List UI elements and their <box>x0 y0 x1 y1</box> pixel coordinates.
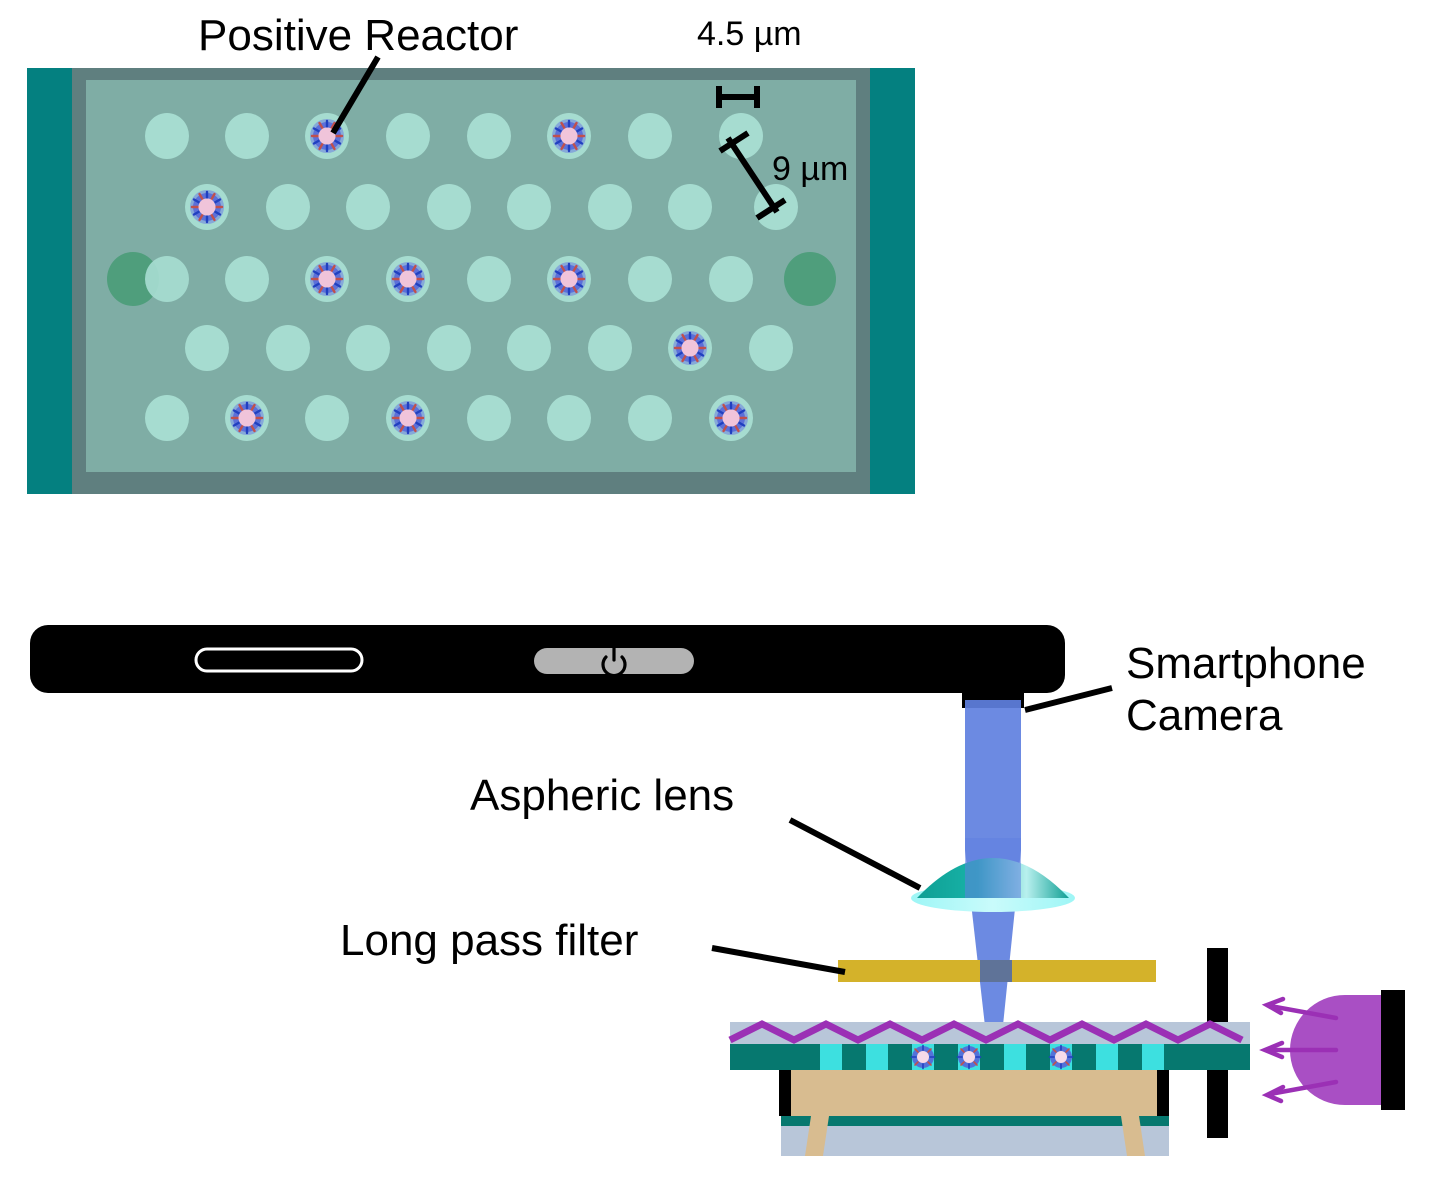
virus-particle-icon <box>550 117 588 155</box>
led-backing-plate <box>1381 990 1405 1110</box>
chip-well <box>866 1044 888 1070</box>
smartphone-camera-label-line2: Camera <box>1126 691 1283 740</box>
well-empty <box>225 113 269 159</box>
virus-particle-icon <box>956 1044 982 1070</box>
chip-border-left <box>72 68 88 494</box>
well-empty <box>427 325 471 371</box>
well-empty <box>467 113 511 159</box>
beam-through-lens <box>965 838 1021 898</box>
substrate-edge-right <box>1157 1070 1169 1116</box>
virus-particle-icon <box>228 399 266 437</box>
smartphone-camera-label-line1: Smartphone <box>1126 639 1366 688</box>
long-pass-filter-label: Long pass filter <box>340 916 638 965</box>
well-empty <box>588 325 632 371</box>
virus-particle-icon <box>712 399 750 437</box>
well-empty <box>749 325 793 371</box>
virus-particle-icon <box>671 329 709 367</box>
well-empty <box>628 256 672 302</box>
virus-particle-icon <box>550 260 588 298</box>
well-empty <box>467 256 511 302</box>
well-empty <box>386 113 430 159</box>
width-dimension-bar <box>716 86 760 108</box>
filter-beam-overlap <box>980 960 1012 982</box>
pitch-dimension-label: 9 µm <box>772 150 848 188</box>
well-empty <box>588 184 632 230</box>
well-empty <box>427 184 471 230</box>
speaker-slot-icon <box>194 647 364 673</box>
well-dark <box>784 252 836 306</box>
chip-border-bottom <box>86 470 856 494</box>
well-empty <box>145 113 189 159</box>
substrate-edge-left <box>779 1070 791 1116</box>
aspheric-lens-leader-line <box>788 817 922 891</box>
well-empty <box>266 184 310 230</box>
power-icon <box>601 646 627 678</box>
substrate-teal-strip <box>781 1116 1169 1126</box>
virus-particle-icon <box>910 1044 936 1070</box>
smartphone-camera-leader-line <box>1024 685 1113 713</box>
well-empty <box>266 325 310 371</box>
chip-border-right <box>854 68 870 494</box>
optical-setup-panel: Smartphone Camera Aspheric lens Long pas… <box>30 625 1405 1156</box>
virus-particle-icon <box>389 399 427 437</box>
well-empty <box>145 256 189 302</box>
chip-well <box>1096 1044 1118 1070</box>
chip-well <box>820 1044 842 1070</box>
well-empty <box>185 325 229 371</box>
virus-particle-icon <box>308 260 346 298</box>
virus-particle-icon <box>389 260 427 298</box>
chip-well <box>1142 1044 1164 1070</box>
chip-border-top <box>86 68 856 82</box>
chip-well <box>1004 1044 1026 1070</box>
base-pillar-right <box>1121 1116 1145 1156</box>
chip-reaction-layer <box>730 1044 1250 1070</box>
well-empty <box>547 395 591 441</box>
virus-particle-icon <box>1048 1044 1074 1070</box>
aspheric-lens-label: Aspheric lens <box>470 771 734 820</box>
pitch-dimension-bar <box>718 130 787 221</box>
light-beam-upper <box>965 700 1021 850</box>
virus-particle-icon <box>188 188 226 226</box>
positive-reactor-label: Positive Reactor <box>198 11 518 60</box>
well-empty <box>225 256 269 302</box>
chip-base-plate <box>781 1126 1169 1156</box>
well-dark <box>107 252 159 306</box>
well-empty <box>628 113 672 159</box>
well-empty <box>346 184 390 230</box>
base-pillar-left <box>805 1116 829 1156</box>
well-empty <box>709 256 753 302</box>
chip-channel-zigzag <box>728 1020 1244 1044</box>
width-dimension-label: 4.5 µm <box>697 15 802 53</box>
well-empty <box>507 184 551 230</box>
well-empty <box>305 395 349 441</box>
well-empty <box>628 395 672 441</box>
well-empty <box>346 325 390 371</box>
well-empty <box>145 395 189 441</box>
reactor-array-panel: Positive Reactor 4.5 µm 9 µm <box>27 11 915 494</box>
positive-reactor-leader-line <box>330 55 381 135</box>
light-ray-arrow-icon <box>1259 996 1339 1104</box>
well-empty <box>668 184 712 230</box>
long-pass-filter-leader-line <box>711 945 846 975</box>
chip-substrate <box>781 1070 1169 1120</box>
well-empty <box>507 325 551 371</box>
well-empty <box>467 395 511 441</box>
well-grid <box>107 113 836 441</box>
